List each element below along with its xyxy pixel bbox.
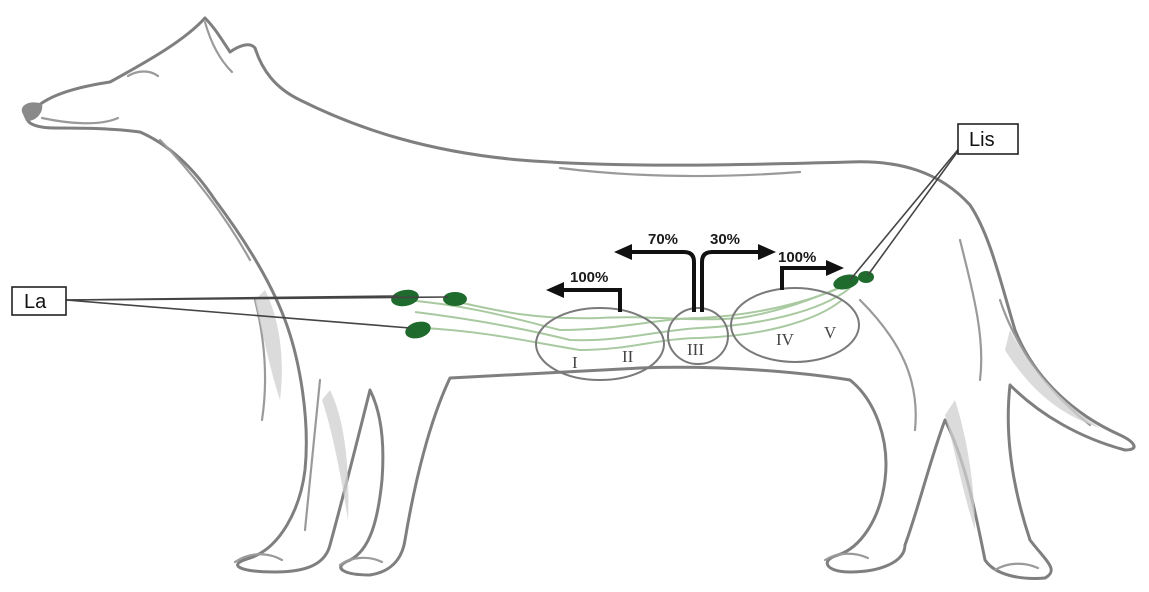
axillary-label: La <box>24 291 47 313</box>
inguinal-node-2 <box>858 271 874 283</box>
mammary-label-I: I <box>572 353 578 372</box>
mammary-label-II: II <box>622 347 634 366</box>
inguinal-label: Lis <box>969 129 995 151</box>
drainage-percent-middle-caudal: 30% <box>710 231 740 248</box>
drainage-percent-cranial-left: 100% <box>570 269 608 286</box>
dog-shading-chest <box>255 290 282 400</box>
drainage-percent-caudal-right: 100% <box>778 249 816 266</box>
mammary-label-IV: IV <box>776 330 795 349</box>
mammary-label-III: III <box>687 340 704 359</box>
mammary-label-V: V <box>824 323 837 342</box>
axillary-node-2 <box>443 292 467 306</box>
drainage-percent-middle-cranial: 70% <box>648 231 678 248</box>
